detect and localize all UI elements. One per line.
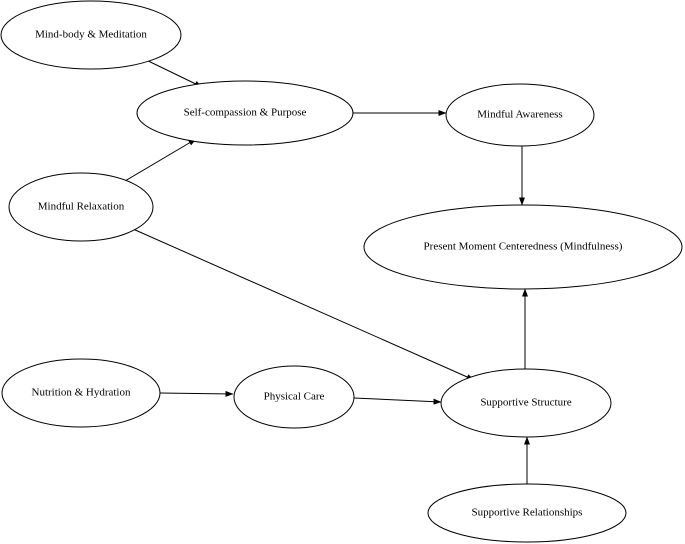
node-label: Mind-body & Meditation	[35, 29, 147, 41]
edge-nutrition-to-physical-care	[159, 390, 234, 397]
edges	[124, 56, 530, 484]
node-mind-body: Mind-body & Meditation	[0, 0, 182, 70]
node-label: Supportive Relationships	[472, 507, 583, 519]
node-label: Physical Care	[264, 391, 325, 403]
node-label: Self-compassion & Purpose	[184, 107, 307, 119]
node-label: Supportive Structure	[480, 397, 571, 409]
edge-mindful-relaxation-to-self-compassion	[124, 138, 197, 182]
node-label: Nutrition & Hydration	[32, 387, 131, 399]
node-supportive-structure: Supportive Structure	[440, 368, 612, 438]
node-nutrition: Nutrition & Hydration	[1, 358, 161, 428]
node-mindful-awareness: Mindful Awareness	[445, 83, 595, 147]
node-present-moment: Present Moment Centeredness (Mindfulness…	[363, 204, 683, 290]
node-mindful-relaxation: Mindful Relaxation	[8, 172, 154, 242]
node-physical-care: Physical Care	[233, 365, 355, 429]
edge-physical-care-to-supportive-structure	[353, 397, 442, 405]
edge-mind-body-to-self-compassion	[139, 56, 203, 88]
node-label: Mindful Relaxation	[38, 201, 125, 213]
edge-mindful-relaxation-to-supportive-structure	[132, 228, 475, 381]
node-label: Mindful Awareness	[477, 109, 562, 121]
node-self-compassion: Self-compassion & Purpose	[136, 80, 354, 146]
node-supportive-relationships: Supportive Relationships	[427, 483, 627, 543]
node-label: Present Moment Centeredness (Mindfulness…	[424, 241, 623, 253]
